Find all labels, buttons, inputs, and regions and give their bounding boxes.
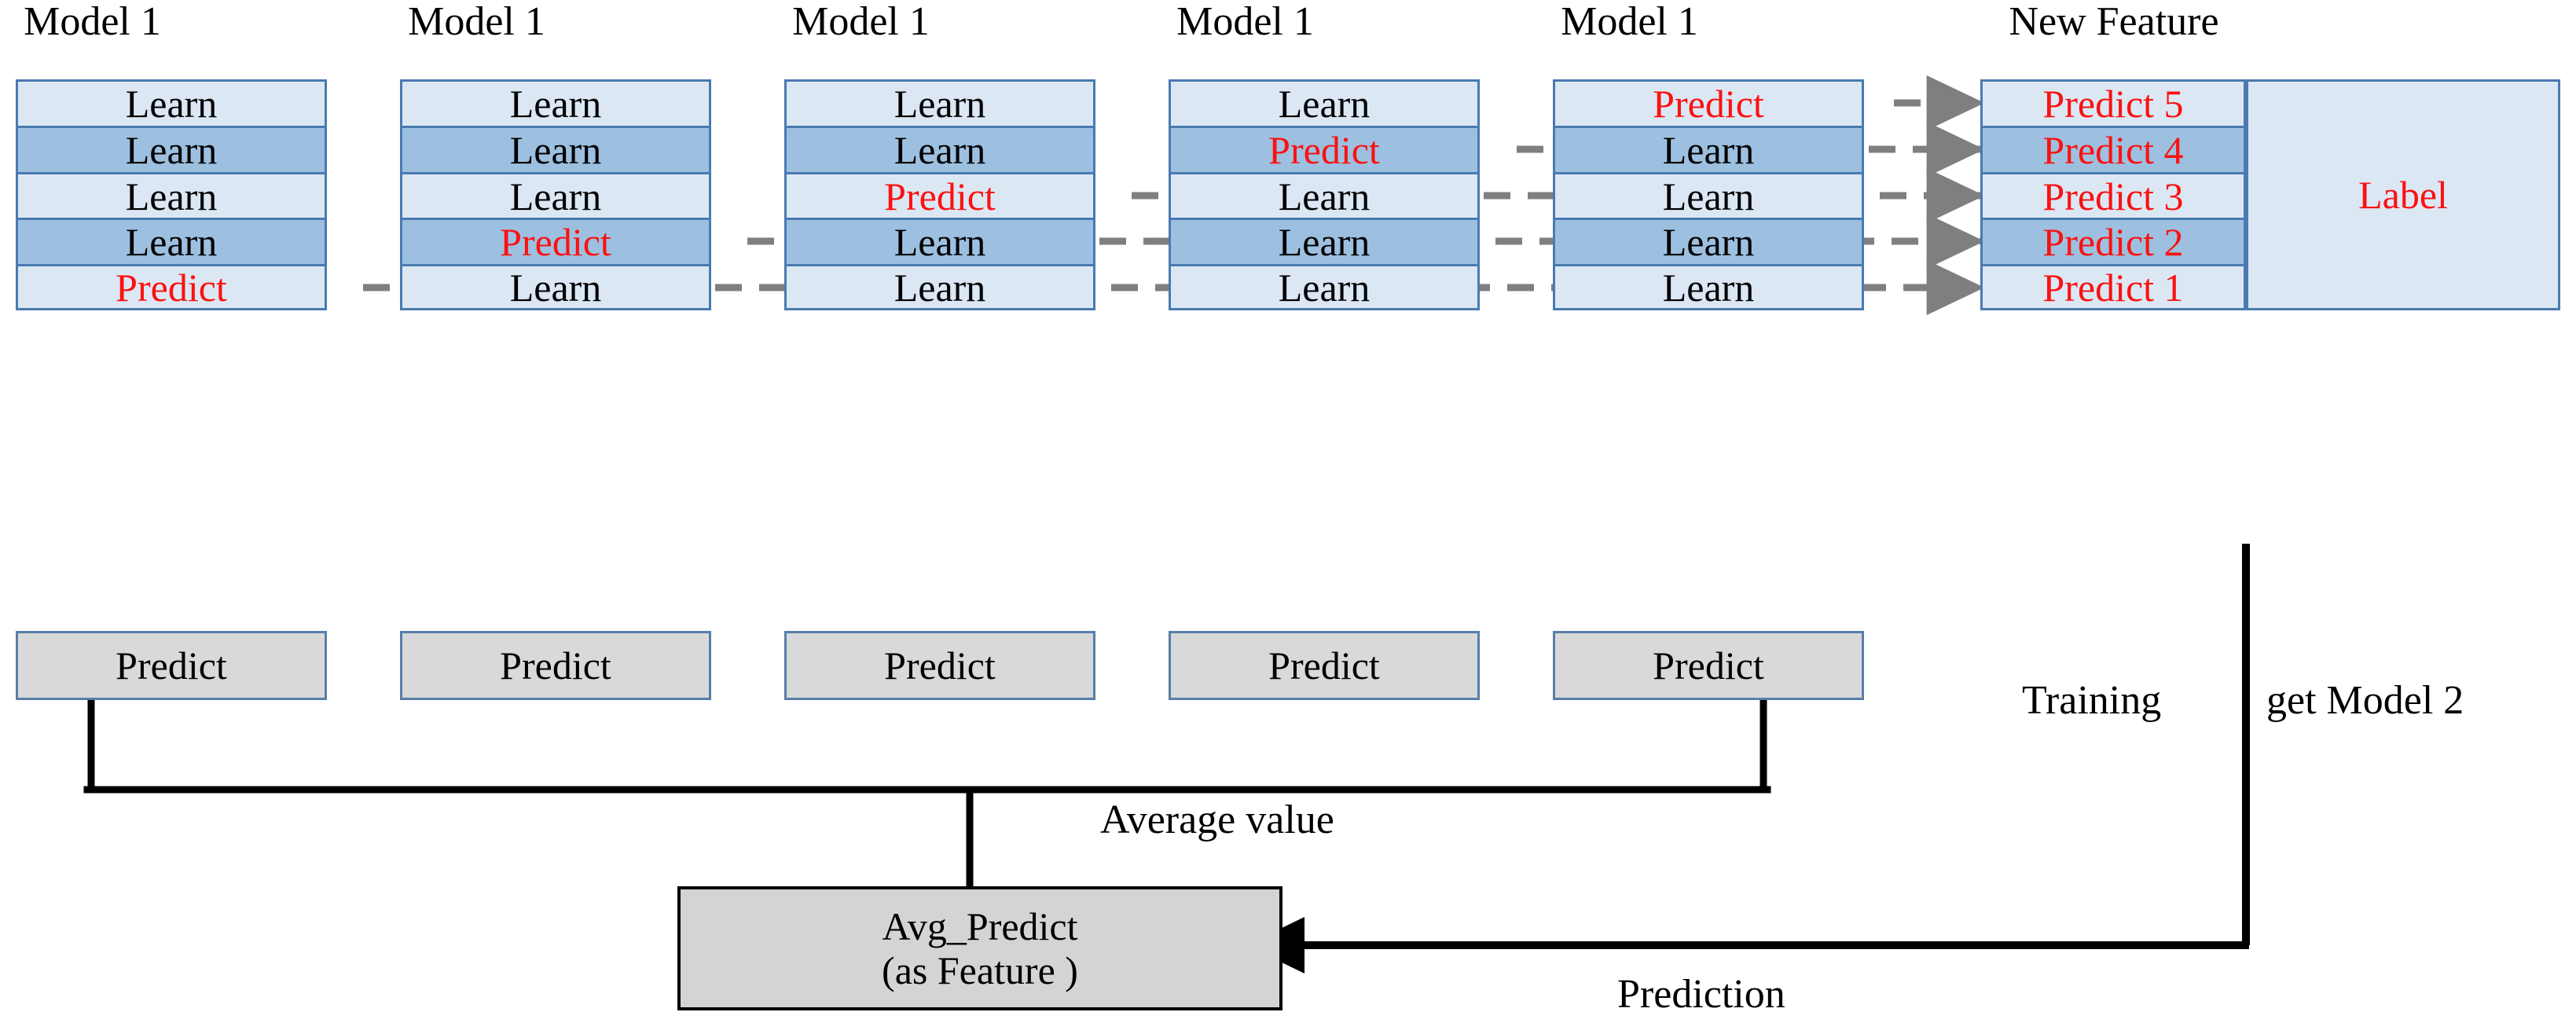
fold4-cell-4[interactable]: Learn [1171, 220, 1477, 266]
bottom-predict-box-2[interactable]: Predict [400, 631, 711, 700]
label-column[interactable]: Label [2246, 79, 2560, 310]
fold2-cell-4[interactable]: Predict [402, 220, 709, 266]
fold4-cell-1[interactable]: Learn [1171, 82, 1477, 128]
fold5-cell-3[interactable]: Learn [1555, 174, 1862, 220]
new-feature-cell-4[interactable]: Predict 2 [1983, 220, 2244, 266]
column-header-1: Model 1 [24, 0, 161, 44]
fold4-cell-2[interactable]: Predict [1171, 128, 1477, 174]
fold5-cell-5[interactable]: Learn [1555, 266, 1862, 308]
caption-average-value: Average value [1100, 798, 1334, 842]
fold2-cell-3[interactable]: Learn [402, 174, 709, 220]
fold2-cell-1[interactable]: Learn [402, 82, 709, 128]
fold1-cell-2[interactable]: Learn [18, 128, 325, 174]
new-feature-cell-2[interactable]: Predict 4 [1983, 128, 2244, 174]
fold3-cell-1[interactable]: Learn [787, 82, 1093, 128]
bottom-predict-box-4[interactable]: Predict [1169, 631, 1480, 700]
bottom-predict-label-3: Predict [884, 644, 996, 688]
column-header-2: Model 1 [408, 0, 545, 44]
bottom-predict-box-5[interactable]: Predict [1553, 631, 1864, 700]
fold5-cell-4[interactable]: Learn [1555, 220, 1862, 266]
column-header-3: Model 1 [792, 0, 930, 44]
new-feature-cell-1[interactable]: Predict 5 [1983, 82, 2244, 128]
bottom-predict-label-2: Predict [500, 644, 611, 688]
bottom-predict-box-3[interactable]: Predict [784, 631, 1095, 700]
new-feature-cell-5[interactable]: Predict 1 [1983, 266, 2244, 308]
fold1-cell-3[interactable]: Learn [18, 174, 325, 220]
fold3-cell-2[interactable]: Learn [787, 128, 1093, 174]
caption-get-model-2: get Model 2 [2266, 678, 2464, 723]
column-header-new-feature: New Feature [2009, 0, 2219, 44]
fold-column-1: Learn Learn Learn Learn Predict [16, 79, 327, 310]
fold5-cell-1[interactable]: Predict [1555, 82, 1862, 128]
fold3-cell-4[interactable]: Learn [787, 220, 1093, 266]
fold-column-5: Predict Learn Learn Learn Learn [1553, 79, 1864, 310]
fold2-cell-2[interactable]: Learn [402, 128, 709, 174]
fold3-cell-3[interactable]: Predict [787, 174, 1093, 220]
avg-predict-box[interactable]: Avg_Predict (as Feature ) [677, 886, 1282, 1010]
fold1-cell-5[interactable]: Predict [18, 266, 325, 308]
fold3-cell-5[interactable]: Learn [787, 266, 1093, 308]
bottom-predict-label-4: Predict [1268, 644, 1380, 688]
caption-training: Training [2022, 678, 2162, 723]
prediction-feedback-path [1246, 544, 2250, 974]
column-header-4: Model 1 [1176, 0, 1314, 44]
fold1-cell-4[interactable]: Learn [18, 220, 325, 266]
column-header-5: Model 1 [1561, 0, 1698, 44]
bottom-predict-label-5: Predict [1653, 644, 1764, 688]
fold-column-4: Learn Predict Learn Learn Learn [1169, 79, 1480, 310]
new-feature-column: Predict 5 Predict 4 Predict 3 Predict 2 … [1980, 79, 2246, 310]
new-feature-cell-3[interactable]: Predict 3 [1983, 174, 2244, 220]
caption-prediction: Prediction [1617, 972, 1785, 1017]
fold5-cell-2[interactable]: Learn [1555, 128, 1862, 174]
fold4-cell-3[interactable]: Learn [1171, 174, 1477, 220]
fold1-cell-1[interactable]: Learn [18, 82, 325, 128]
fold-column-3: Learn Learn Predict Learn Learn [784, 79, 1095, 310]
avg-predict-line-2: (as Feature ) [882, 948, 1078, 992]
label-column-text: Label [2358, 173, 2448, 217]
avg-predict-line-1: Avg_Predict [882, 904, 1078, 948]
bottom-predict-box-1[interactable]: Predict [16, 631, 327, 700]
average-bus [83, 696, 1771, 890]
bottom-predict-label-1: Predict [116, 644, 227, 688]
fold2-cell-5[interactable]: Learn [402, 266, 709, 308]
fold-column-2: Learn Learn Learn Predict Learn [400, 79, 711, 310]
fold4-cell-5[interactable]: Learn [1171, 266, 1477, 308]
